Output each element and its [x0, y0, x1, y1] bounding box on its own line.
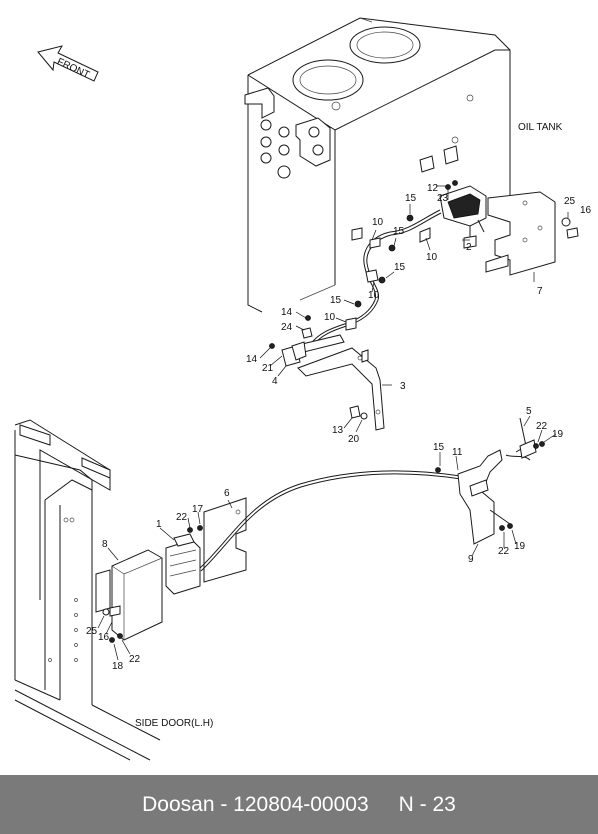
bracket-3	[297, 334, 385, 431]
bolt-17-22	[187, 525, 203, 533]
callout-15b: 15	[393, 226, 405, 237]
callout-22a: 22	[536, 421, 548, 432]
callout-12: 12	[427, 183, 439, 194]
harness-10	[309, 209, 442, 348]
side-door	[14, 419, 161, 761]
callout-16b: 16	[98, 632, 110, 643]
callout-18: 18	[112, 661, 124, 672]
callout-25a: 25	[564, 196, 576, 207]
callout-24: 24	[281, 322, 293, 333]
callout-20: 20	[348, 434, 360, 445]
lever-bracket-9	[457, 449, 511, 545]
callout-22d: 22	[129, 654, 141, 665]
callout-22b: 22	[498, 546, 510, 557]
side-door-label: SIDE DOOR(L.H)	[135, 718, 213, 729]
callout-23: 23	[437, 193, 449, 204]
leader-lines	[97, 185, 569, 661]
callout-10c: 10	[368, 290, 380, 301]
rod-5	[505, 417, 545, 461]
front-arrow: FRONT	[37, 45, 99, 82]
switch-4	[269, 315, 313, 367]
callout-6: 6	[224, 488, 230, 499]
callout-8: 8	[102, 539, 108, 550]
callout-10b: 10	[426, 252, 438, 263]
bolts-15-upper	[354, 180, 458, 308]
callout-15d: 15	[330, 295, 342, 306]
callout-22c: 22	[176, 512, 188, 523]
control-cable	[199, 470, 461, 569]
footer-bar: Doosan - 120804-00003 N - 23	[0, 775, 598, 834]
bolt-25-16	[561, 217, 579, 239]
callout-1: 1	[156, 519, 162, 530]
callout-14a: 14	[281, 307, 293, 318]
bolt-13-20	[349, 405, 368, 420]
oil-tank-label: OIL TANK	[518, 122, 563, 133]
footer-page-ref: N - 23	[398, 792, 456, 816]
callout-10a: 10	[372, 217, 384, 228]
plate-6	[203, 497, 247, 583]
callout-16a: 16	[580, 205, 592, 216]
callout-4: 4	[272, 376, 278, 387]
callout-19b: 19	[514, 541, 526, 552]
callout-14b: 14	[246, 354, 258, 365]
callout-10d: 10	[324, 312, 336, 323]
footer-part-number: Doosan - 120804-00003	[142, 792, 369, 816]
callout-25b: 25	[86, 626, 98, 637]
callout-11: 11	[452, 447, 463, 458]
callout-17: 17	[192, 504, 204, 515]
callout-9: 9	[468, 554, 474, 565]
bracket-clips	[419, 145, 459, 173]
switch-assembly-2	[439, 185, 487, 249]
box-8	[95, 549, 163, 641]
module-1	[165, 533, 201, 595]
callouts: 1 2 3 4 5 6 7 8 9 10 10 10 10 11 12 13 1…	[86, 183, 592, 672]
callout-19a: 19	[552, 429, 564, 440]
callout-13: 13	[332, 425, 344, 436]
callout-21: 21	[262, 363, 274, 374]
callout-5: 5	[526, 406, 532, 417]
callout-15e: 15	[433, 442, 445, 453]
bolts-22-19-lower	[435, 467, 513, 531]
bracket-7	[485, 191, 556, 276]
parts-diagram: FRONT OIL TANK	[14, 17, 592, 761]
bolts-box	[102, 605, 123, 643]
callout-3: 3	[400, 381, 406, 392]
callout-2: 2	[466, 242, 472, 253]
oil-tank	[244, 17, 511, 313]
callout-15a: 15	[405, 193, 417, 204]
callout-7: 7	[537, 286, 543, 297]
callout-15c: 15	[394, 262, 406, 273]
